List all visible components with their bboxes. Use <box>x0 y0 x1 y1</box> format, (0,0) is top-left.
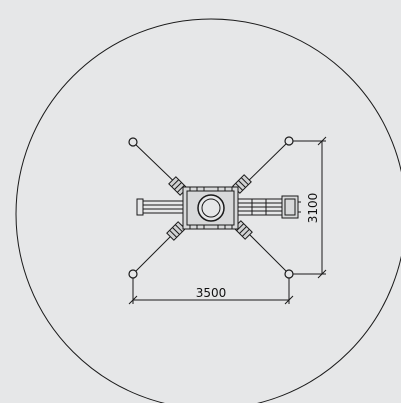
outrigger-foot-bottom-left <box>128 269 138 279</box>
boom-right <box>237 195 301 219</box>
boom-left-tip <box>136 198 144 216</box>
outrigger-cylinder-bottom-left <box>166 221 186 241</box>
width-dimension-label: 3500 <box>196 286 227 300</box>
height-tick-bottom <box>317 269 327 279</box>
working-radius-circle <box>15 18 401 403</box>
chassis <box>182 186 239 230</box>
height-dimension-label: 3100 <box>306 193 320 224</box>
width-tick-left <box>128 295 138 305</box>
operator-cab <box>281 195 299 219</box>
outrigger-foot-bottom-right <box>284 269 294 279</box>
height-dimension <box>293 136 327 279</box>
boom-left-arm <box>139 200 189 214</box>
outrigger-foot-top-left <box>128 137 138 147</box>
slewing-ring-inner <box>201 198 221 218</box>
width-dimension <box>128 278 294 305</box>
width-tick-right <box>284 295 294 305</box>
outrigger-foot-top-right <box>284 136 294 146</box>
height-tick-top <box>317 136 327 146</box>
boom-left <box>136 198 189 216</box>
